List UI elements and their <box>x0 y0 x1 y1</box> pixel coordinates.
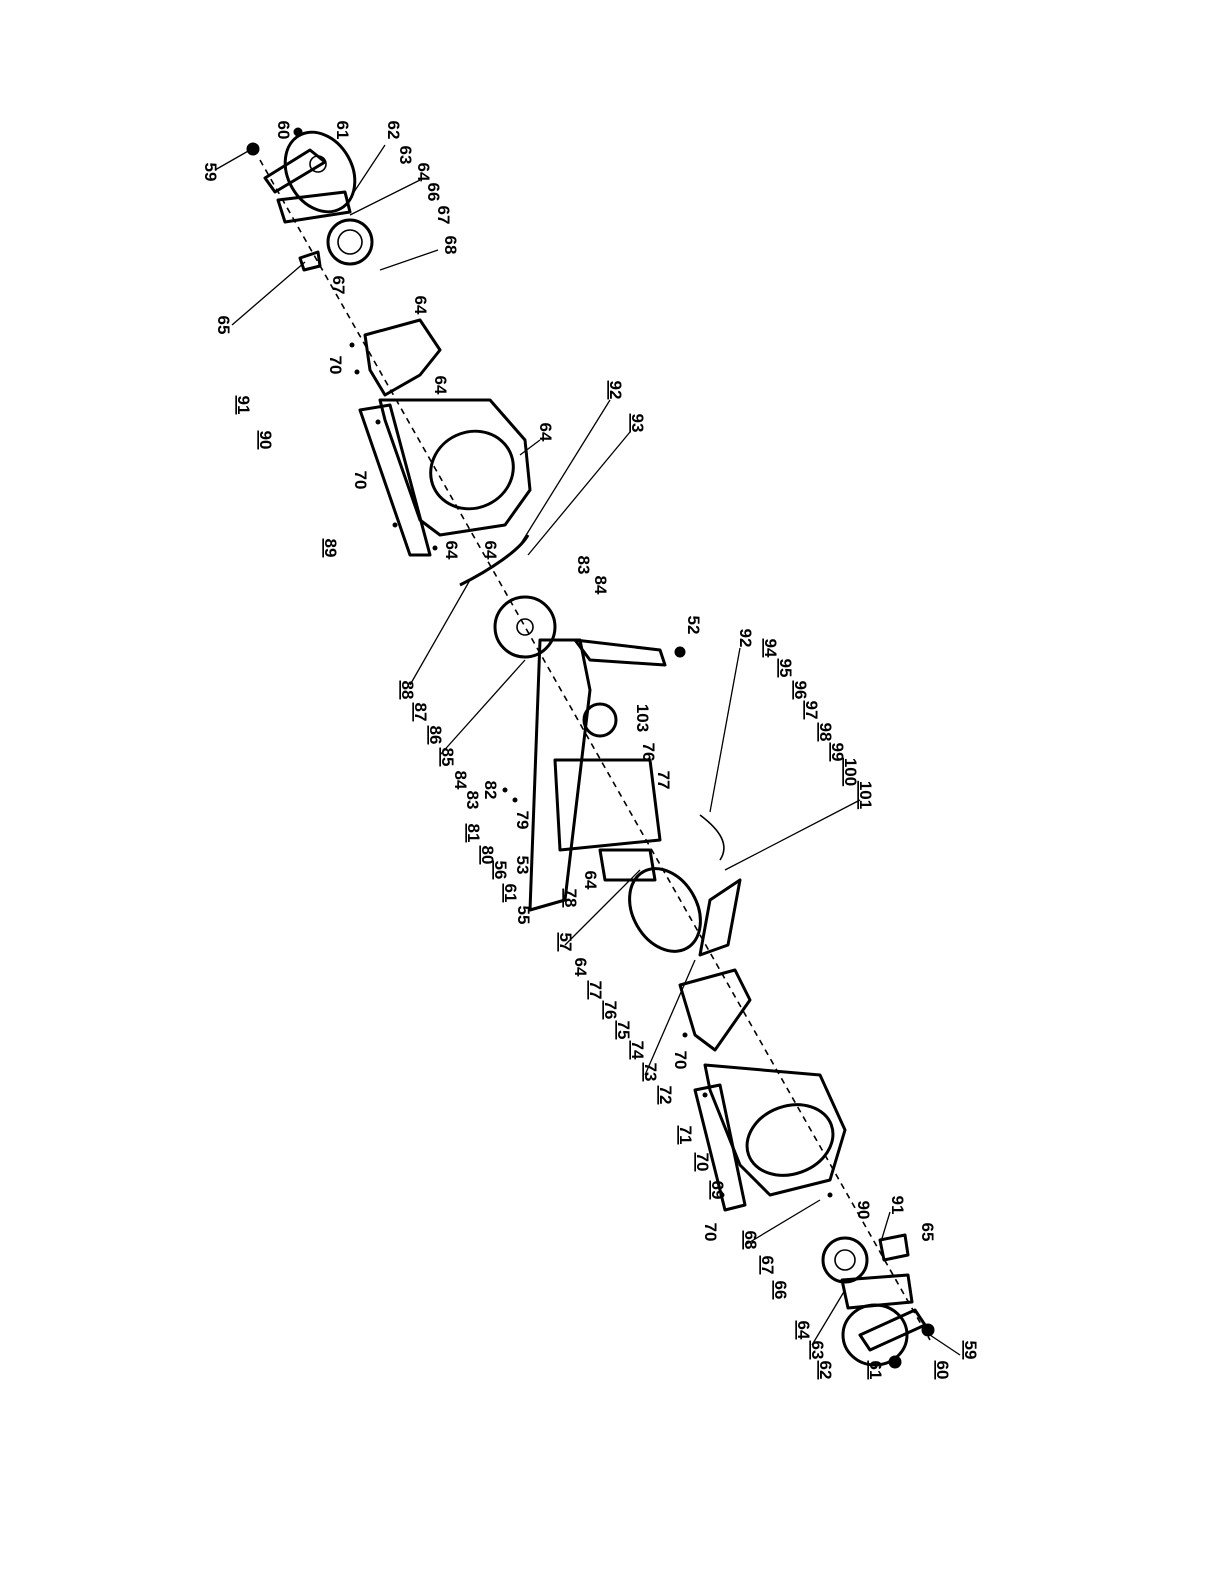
callout-69: 69 <box>708 1181 727 1200</box>
callout-78: 78 <box>561 889 580 908</box>
callout-88: 88 <box>398 681 417 700</box>
callout-75: 75 <box>614 1021 633 1040</box>
callout-103: 103 <box>633 704 652 732</box>
callout-52: 52 <box>684 616 703 635</box>
callout-61: 61 <box>333 121 352 140</box>
callout-71: 71 <box>676 1126 695 1145</box>
lower-pulley-belt <box>615 815 740 964</box>
callout-64: 64 <box>536 423 555 442</box>
callout-65: 65 <box>918 1223 937 1242</box>
callout-64: 64 <box>581 871 600 890</box>
callout-67: 67 <box>329 276 348 295</box>
callout-77: 77 <box>586 981 605 1000</box>
upper-shroud <box>360 320 530 555</box>
callout-73: 73 <box>641 1063 660 1082</box>
callout-56: 56 <box>491 861 510 880</box>
callout-53: 53 <box>513 856 532 875</box>
callout-84: 84 <box>451 771 470 790</box>
callout-64: 64 <box>411 296 430 315</box>
callout-59: 59 <box>201 163 220 182</box>
callout-62: 62 <box>384 121 403 140</box>
callout-74: 74 <box>628 1041 647 1060</box>
callout-96: 96 <box>791 681 810 700</box>
callout-90: 90 <box>256 431 275 450</box>
callout-84: 84 <box>591 576 610 595</box>
callout-93: 93 <box>628 414 647 433</box>
callout-61: 61 <box>501 884 520 903</box>
callout-91: 91 <box>888 1196 907 1215</box>
callout-98: 98 <box>816 723 835 742</box>
callout-81: 81 <box>464 824 483 843</box>
callout-76: 76 <box>639 743 658 762</box>
callout-62: 62 <box>816 1361 835 1380</box>
callout-87: 87 <box>411 703 430 722</box>
callout-64: 64 <box>794 1321 813 1340</box>
callout-72: 72 <box>656 1086 675 1105</box>
callout-70: 70 <box>693 1153 712 1172</box>
callout-92: 92 <box>606 381 625 400</box>
callout-86: 86 <box>426 726 445 745</box>
callout-63: 63 <box>808 1341 827 1360</box>
callout-63: 63 <box>396 146 415 165</box>
callout-83: 83 <box>463 791 482 810</box>
callout-66: 66 <box>424 183 443 202</box>
callout-70: 70 <box>671 1051 690 1070</box>
callout-66: 66 <box>771 1281 790 1300</box>
callout-68: 68 <box>741 1231 760 1250</box>
callout-67: 67 <box>434 206 453 225</box>
callout-95: 95 <box>776 659 795 678</box>
callout-67: 67 <box>758 1256 777 1275</box>
callout-61: 61 <box>866 1361 885 1380</box>
callout-92: 92 <box>736 629 755 648</box>
callout-101: 101 <box>856 781 875 809</box>
callout-55: 55 <box>514 906 533 925</box>
callout-60: 60 <box>933 1361 952 1380</box>
callout-77: 77 <box>654 771 673 790</box>
callout-94: 94 <box>761 639 780 658</box>
callout-68: 68 <box>441 236 460 255</box>
callout-76: 76 <box>601 1001 620 1020</box>
callout-64: 64 <box>571 958 590 977</box>
callout-70: 70 <box>326 356 345 375</box>
callout-70: 70 <box>701 1223 720 1242</box>
callout-89: 89 <box>321 539 340 558</box>
leader-lines <box>215 145 960 1355</box>
callout-83: 83 <box>574 556 593 575</box>
callout-64: 64 <box>431 376 450 395</box>
callout-90: 90 <box>854 1201 873 1220</box>
callout-65: 65 <box>214 316 233 335</box>
callout-59: 59 <box>961 1341 980 1360</box>
callout-97: 97 <box>802 701 821 720</box>
lower-crank-assembly <box>823 1235 934 1368</box>
callout-64: 64 <box>414 163 433 182</box>
callout-64: 64 <box>442 541 461 560</box>
callout-60: 60 <box>274 121 293 140</box>
callout-70: 70 <box>351 471 370 490</box>
callout-57: 57 <box>556 933 575 952</box>
callout-64: 64 <box>481 541 500 560</box>
callout-79: 79 <box>513 811 532 830</box>
callout-85: 85 <box>438 748 457 767</box>
callout-91: 91 <box>234 396 253 415</box>
lower-shroud <box>680 970 845 1210</box>
callout-82: 82 <box>481 781 500 800</box>
